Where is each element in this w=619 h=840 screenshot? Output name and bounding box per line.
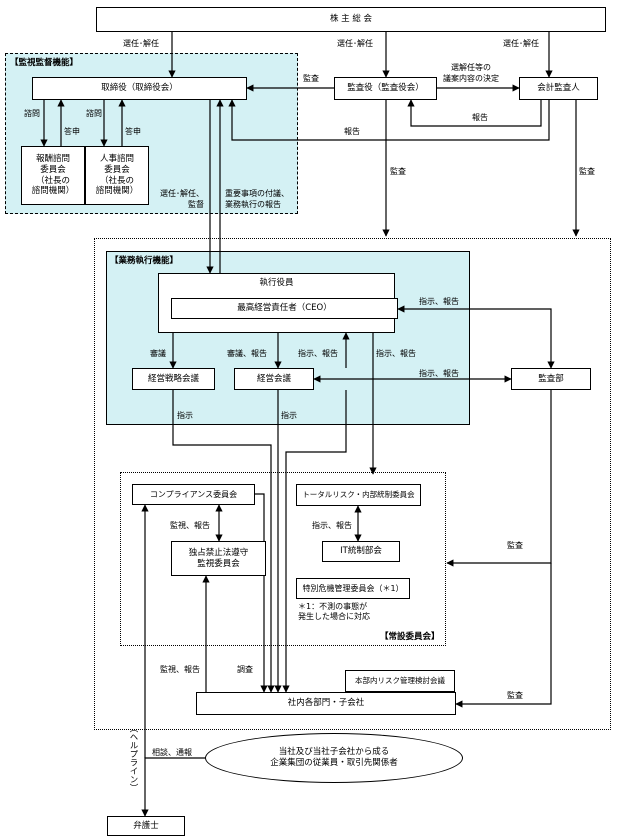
label-instr-2: 指示	[281, 411, 297, 420]
compliance-box: コンプライアンス委員会	[132, 484, 255, 505]
standing-title: 【常設委員会】	[380, 632, 440, 642]
crisis-box: 特別危機管理委員会（＊1）	[296, 578, 410, 599]
lawyer-box: 弁護士	[107, 816, 185, 836]
label-deliberate-report: 審議、報告	[227, 349, 267, 358]
line-instr-1	[172, 390, 275, 693]
label-investigate: 調査	[237, 665, 253, 674]
label-answer-1: 答申	[64, 127, 80, 136]
line-audit-4	[455, 563, 552, 708]
label-elect-3: 選任･解任	[503, 39, 539, 48]
label-consult-2: 諮問	[86, 109, 102, 118]
label-instr-report-3: 指示、報告	[419, 369, 459, 378]
line-investigate	[255, 493, 268, 693]
antitrust-box: 独占禁止法遵守 監視委員会	[171, 541, 266, 576]
line-audit-3	[446, 390, 552, 567]
execution-title: 【業務執行機能】	[110, 256, 179, 266]
label-instr-report-4: 指示、報告	[312, 521, 352, 530]
total-risk-box: トータルリスク・内部統制委員会	[296, 484, 421, 506]
ceo-box: 最高経営責任者（CEO）	[171, 298, 398, 319]
audit-dept-box: 監査部	[511, 368, 591, 390]
employees-ellipse: 当社及び当社子会社から成る 企業集団の従業員・取引先関係者	[205, 733, 463, 783]
label-instr-report-ceo: 指示、報告	[419, 297, 459, 306]
label-instr-report-2: 指示、報告	[376, 349, 416, 358]
line-report-board	[228, 99, 550, 141]
board-box: 取締役（取締役会）	[32, 77, 247, 100]
comp-committee-box: 報酬諮問 委員会 （社長の 諮問機関）	[21, 146, 85, 205]
label-instr-1: 指示	[177, 411, 193, 420]
label-audit-3: 監査	[507, 541, 523, 550]
label-audit-4: 監査	[507, 691, 523, 700]
label-report-acc: 報告	[472, 113, 488, 122]
auditors-box: 監査役（監査役会）	[334, 77, 437, 100]
management-meeting-box: 経営会議	[234, 368, 314, 390]
accounting-auditor-box: 会計監査人	[519, 77, 598, 100]
line-instr-3	[282, 390, 347, 693]
label-elect-1: 選任･解任	[123, 39, 159, 48]
label-proposal-report: 重要事項の付議、 業務執行の報告	[225, 189, 289, 209]
strategy-meeting-box: 経営戦略会議	[132, 368, 215, 390]
shareholders-box: 株 主 総 会	[96, 7, 606, 32]
standing-region	[120, 472, 446, 646]
label-decide: 選解任等の 議案内容の決定	[443, 63, 499, 83]
label-deliberate: 審議	[150, 349, 166, 358]
line-report-acc	[407, 99, 542, 127]
label-consult-1: 諮問	[24, 109, 40, 118]
helpline-label: （ヘルプライン）	[128, 724, 138, 792]
crisis-note: ＊1：不測の事態が 発生した場合に対応	[298, 602, 370, 622]
label-audit-1: 監査	[390, 167, 406, 176]
line-instr-ceo	[397, 305, 555, 369]
label-elect-2: 選任･解任	[337, 39, 373, 48]
hr-committee-box: 人事諮問 委員会 （社長の 諮問機関）	[85, 146, 149, 205]
it-control-box: IT統制部会	[322, 541, 400, 562]
label-monitor-report-2: 監視、報告	[160, 665, 200, 674]
label-answer-2: 答申	[125, 127, 141, 136]
executive-officers-label: 執行役員	[259, 278, 294, 288]
label-audit-2: 監査	[579, 167, 595, 176]
label-report-aud: 報告	[344, 127, 360, 136]
label-elect-supervise: 選任･解任、 監督	[160, 189, 204, 209]
label-consult-notify: 相談、通報	[152, 748, 192, 757]
label-audit-board: 監査	[303, 74, 319, 83]
risk-meeting-box: 本部内リスク管理検討会議	[345, 670, 455, 692]
supervision-title: 【監視監督機能】	[10, 58, 79, 68]
line-helpline	[141, 757, 205, 817]
label-instr-report-1: 指示、報告	[298, 349, 338, 358]
company-region	[94, 238, 611, 730]
label-monitor-report-1: 監視、報告	[170, 521, 210, 530]
divisions-box: 社内各部門・子会社	[196, 692, 456, 715]
